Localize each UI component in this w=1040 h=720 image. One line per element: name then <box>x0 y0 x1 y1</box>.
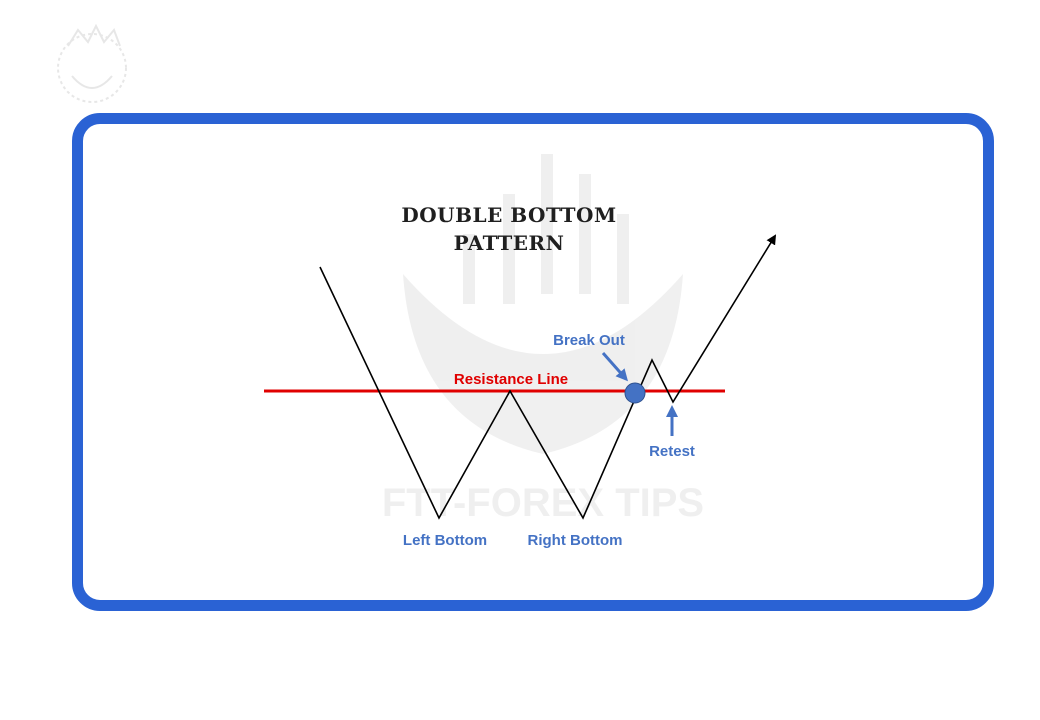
diagram-title-line1: DOUBLE BOTTOM <box>401 203 616 227</box>
diagram-title-line2: PATTERN <box>454 231 565 255</box>
bull-logo-icon <box>57 23 127 103</box>
watermark-text: FTT-FOREX TIPS <box>382 481 704 525</box>
break-out-arrow-icon <box>601 352 628 382</box>
diagram-card: FTT-FOREX TIPS DOUBLE BOTTOM PATTERN Res… <box>72 113 994 611</box>
break-out-label: Break Out <box>553 332 625 349</box>
double-bottom-diagram: FTT-FOREX TIPS DOUBLE BOTTOM PATTERN Res… <box>264 154 777 549</box>
breakout-point <box>624 382 646 404</box>
retest-label: Retest <box>649 443 695 460</box>
price-path-line <box>319 234 777 520</box>
right-bottom-label: Right Bottom <box>528 532 623 549</box>
resistance-line-label: Resistance Line <box>454 371 568 388</box>
left-bottom-label: Left Bottom <box>403 532 487 549</box>
watermark-emblem-icon <box>403 154 683 454</box>
